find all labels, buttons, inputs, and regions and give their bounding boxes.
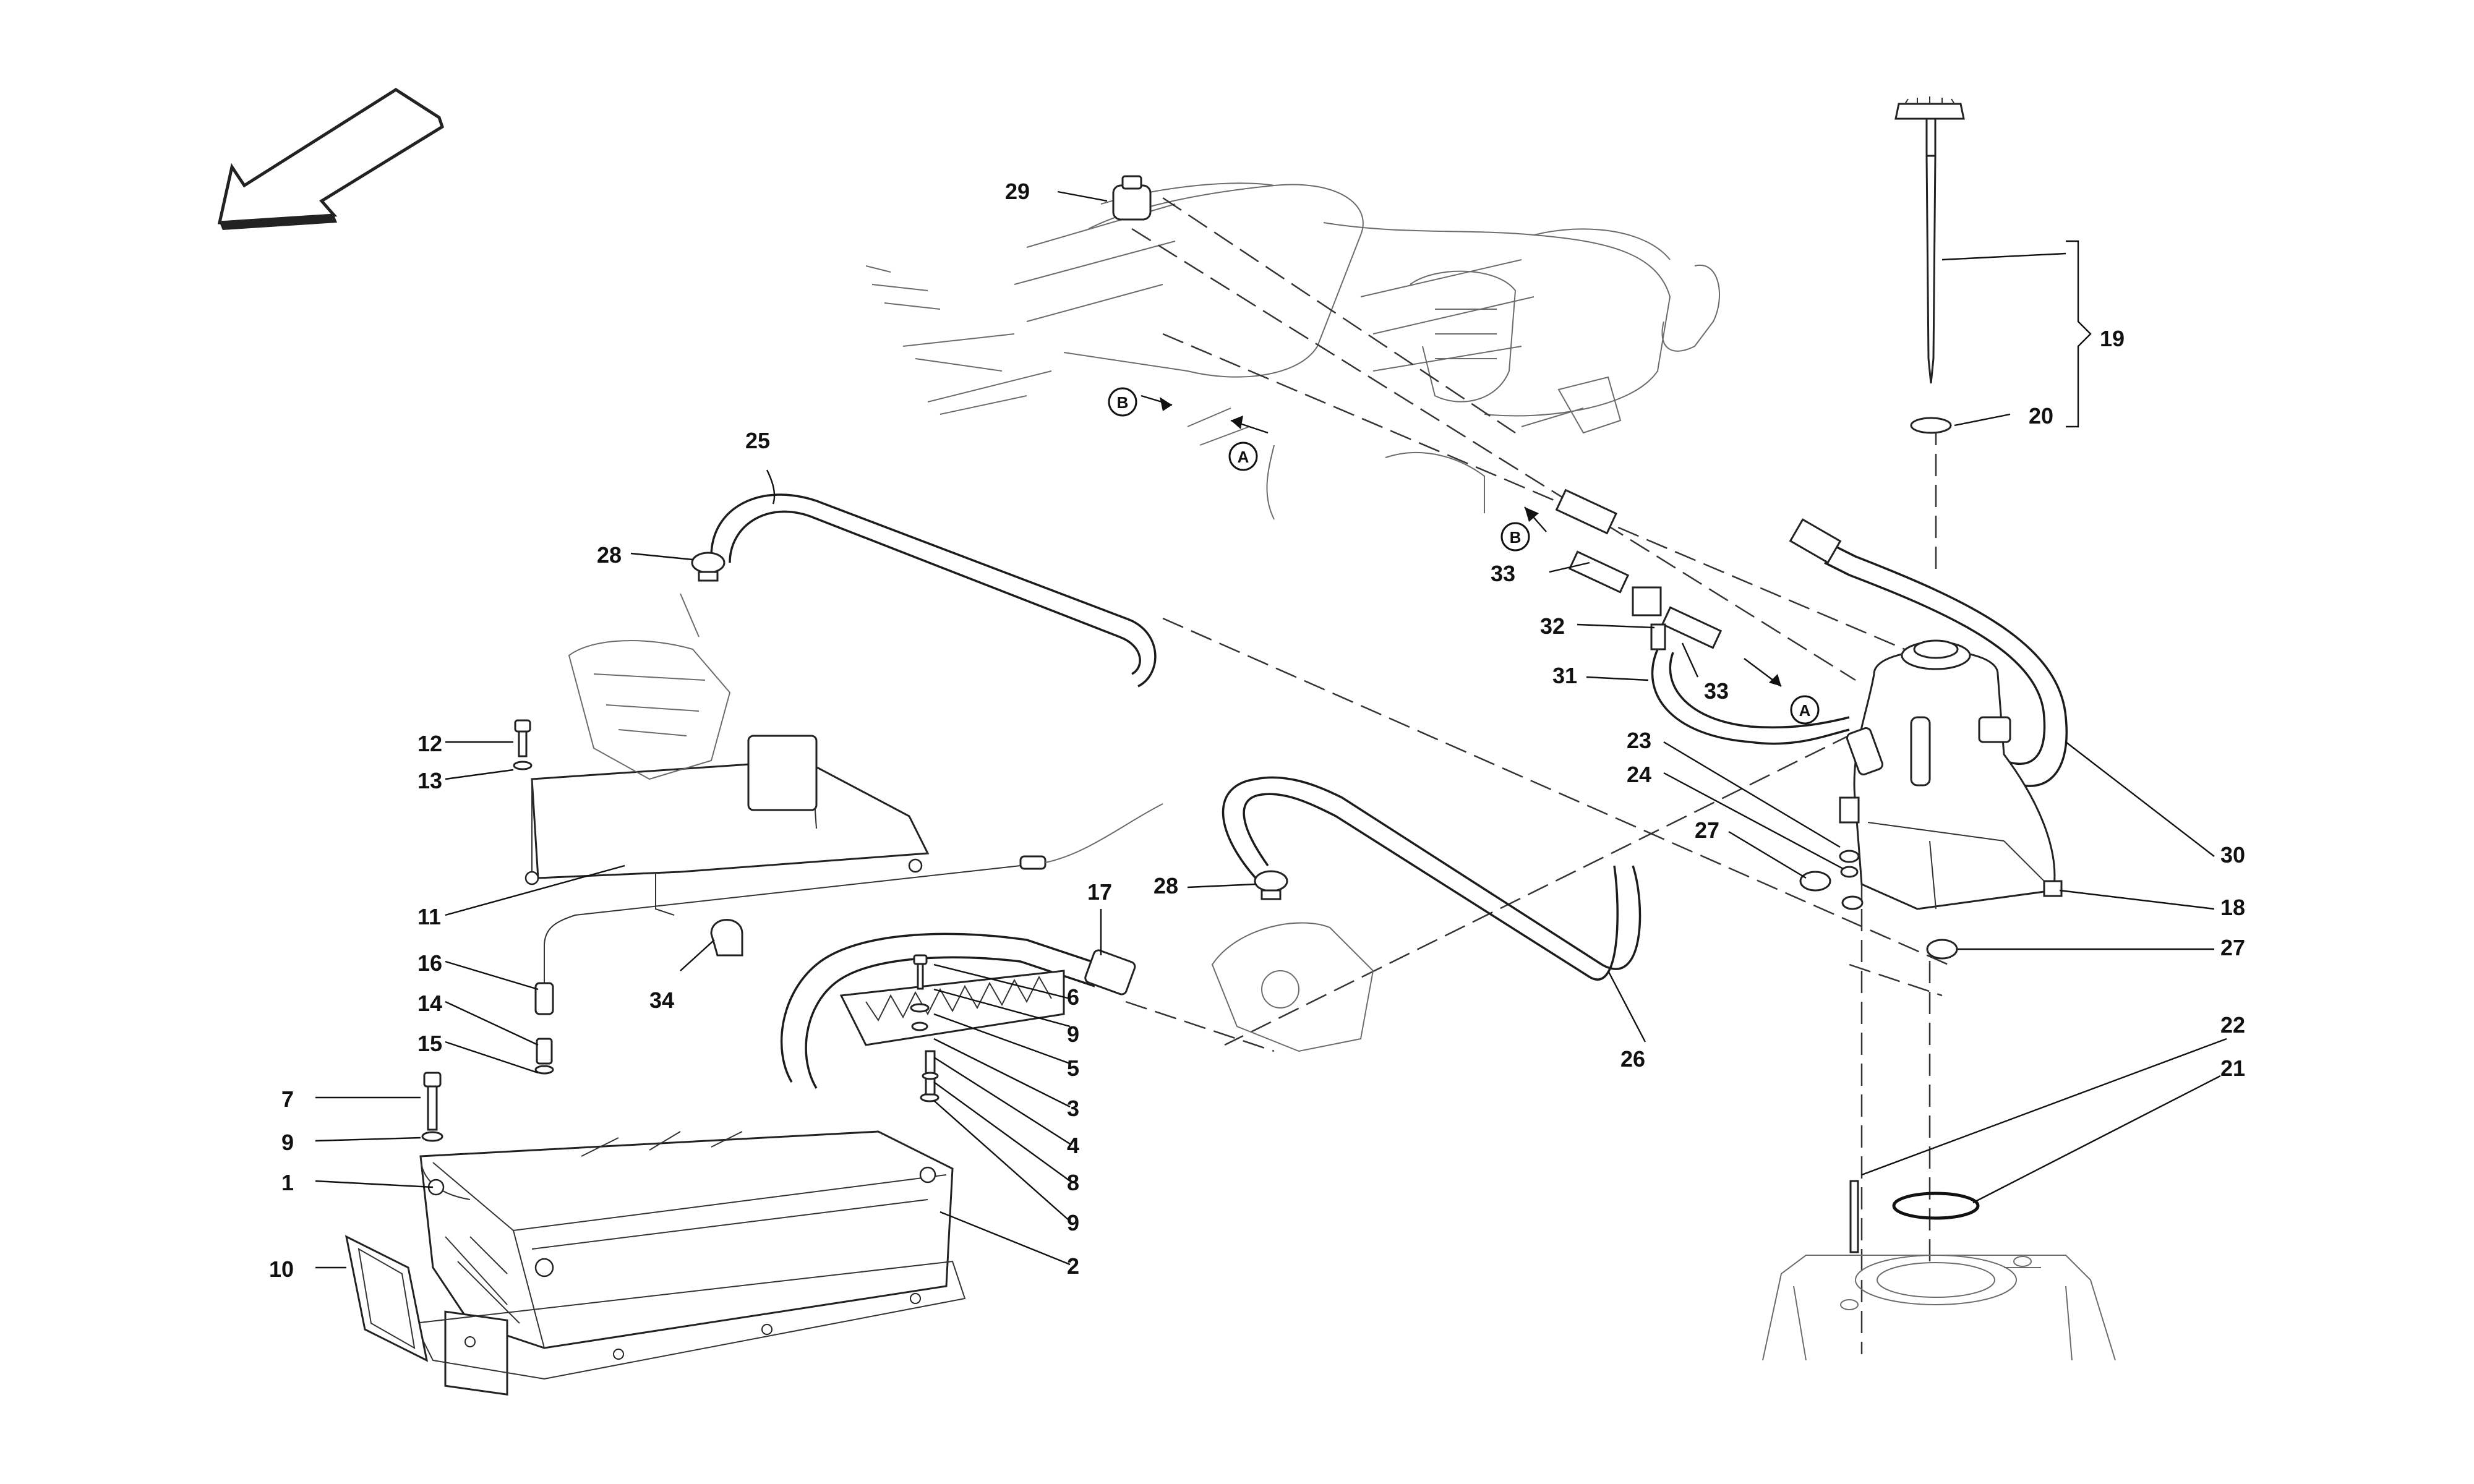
flow-marker-b1: B — [1108, 387, 1173, 417]
oil-cooler-1 — [419, 1130, 954, 1396]
oil-hose-17 — [780, 932, 1136, 1089]
heat-shield-3 — [839, 970, 1065, 1046]
clip-34 — [710, 919, 743, 957]
stud-22 — [1849, 1180, 1859, 1253]
callout-4: 4 — [1067, 1133, 1079, 1158]
gasket-2 — [413, 1260, 966, 1380]
callout-28-mid: 28 — [1154, 873, 1178, 898]
sensor-cable-16 — [534, 803, 1163, 1015]
callout-18: 18 — [2220, 895, 2245, 920]
bracket-11 — [524, 735, 930, 916]
gearbox-housing — [1762, 1255, 2116, 1361]
callout-29: 29 — [1005, 179, 1030, 204]
dipstick-19 — [1894, 96, 1965, 434]
callout-32: 32 — [1540, 613, 1565, 639]
hose-31-and-fittings — [1555, 488, 1850, 745]
callout-25: 25 — [745, 428, 770, 453]
callout-10: 10 — [269, 1256, 294, 1282]
callout-17: 17 — [1087, 879, 1112, 905]
callout-33-bottom: 33 — [1704, 678, 1729, 704]
callout-27-left: 27 — [1695, 817, 1719, 843]
callout-23: 23 — [1627, 728, 1651, 753]
engine-sketch-right — [1211, 922, 1374, 1052]
callout-9-b: 9 — [1067, 1210, 1079, 1235]
clamp-27b — [1926, 939, 1958, 960]
washer-set — [421, 761, 940, 1142]
callout-9-a: 9 — [1067, 1021, 1079, 1047]
flow-marker-a1: A — [1228, 416, 1269, 471]
callout-34: 34 — [649, 987, 674, 1013]
callout-11: 11 — [417, 904, 441, 929]
callout-1: 1 — [281, 1170, 294, 1195]
callout-28-top: 28 — [597, 542, 622, 568]
engine-block-sketch — [568, 593, 731, 780]
oil-tank — [1839, 639, 2063, 910]
hose-30 — [1789, 518, 2068, 787]
svg-text:B: B — [1510, 528, 1522, 547]
flow-marker-b2: B — [1500, 506, 1547, 552]
bolt-7 — [423, 1072, 442, 1131]
callout-24: 24 — [1627, 762, 1651, 787]
gasket-10 — [345, 1235, 429, 1362]
direction-arrow-icon — [217, 88, 444, 230]
callout-13: 13 — [417, 768, 442, 793]
callout-21: 21 — [2220, 1055, 2245, 1081]
clamp-28a — [691, 552, 726, 582]
callout-26: 26 — [1620, 1046, 1645, 1072]
callout-30: 30 — [2220, 842, 2245, 868]
callout-8: 8 — [1067, 1170, 1079, 1195]
callout-22: 22 — [2220, 1012, 2245, 1038]
callout-31: 31 — [1552, 663, 1577, 688]
clamp-28b — [1254, 870, 1288, 900]
hose-26 — [1222, 776, 1641, 981]
callout-33-top: 33 — [1491, 561, 1515, 586]
callout-3: 3 — [1067, 1096, 1079, 1121]
svg-text:A: A — [1799, 701, 1811, 720]
callout-14: 14 — [417, 991, 442, 1016]
o-ring-21 — [1892, 1192, 1980, 1220]
callout-15: 15 — [417, 1031, 442, 1056]
callout-12: 12 — [417, 731, 442, 756]
svg-text:A: A — [1238, 448, 1249, 466]
callout-27-right: 27 — [2220, 935, 2245, 960]
callout-2: 2 — [1067, 1253, 1079, 1279]
svg-text:B: B — [1117, 393, 1129, 412]
stud-8 — [922, 1050, 939, 1096]
callout-16: 16 — [417, 950, 442, 976]
intake-tube-assembly — [865, 182, 1720, 520]
bolt-12 — [514, 719, 531, 757]
leader-lines — [315, 190, 2227, 1269]
flow-marker-a2: A — [1744, 658, 1820, 725]
callout-6: 6 — [1067, 984, 1079, 1010]
seal-20 — [1910, 417, 1952, 434]
bolt-6 — [913, 954, 928, 990]
callout-5: 5 — [1067, 1055, 1079, 1081]
callout-19: 19 — [2100, 326, 2125, 351]
callout-20: 20 — [2029, 403, 2053, 429]
callout-9-c: 9 — [281, 1130, 294, 1155]
reference-dashed-lines — [1125, 197, 1949, 1354]
callouts: 29 25 28 33 32 31 33 19 20 23 24 27 30 1… — [269, 179, 2245, 1282]
callout-7: 7 — [281, 1086, 294, 1112]
hose-25 — [710, 493, 1157, 688]
clamp-27a — [1799, 850, 1864, 910]
sensor-29 — [1112, 175, 1152, 221]
